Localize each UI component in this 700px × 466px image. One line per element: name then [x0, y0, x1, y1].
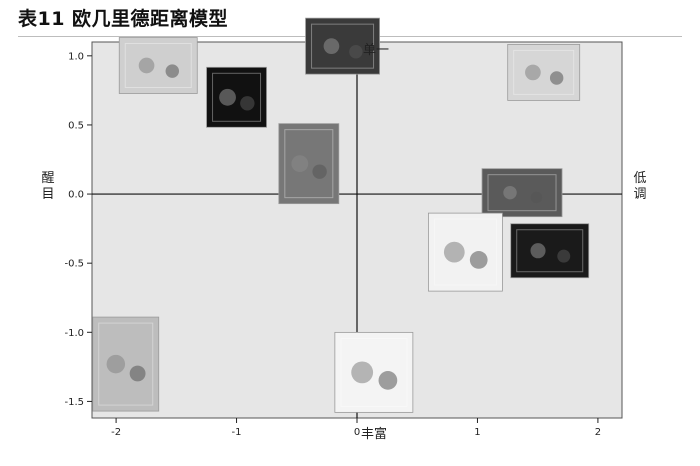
point-motif — [530, 243, 546, 259]
point-marker — [542, 70, 546, 74]
data-point — [278, 123, 340, 205]
ticks: -2 -1 0 1 2 1.0 0.5 0.0 -0.5 -1.0 -1.5 — [64, 51, 601, 438]
point-motif — [549, 71, 564, 85]
point-thumbnail-inner — [433, 218, 497, 286]
data-point — [305, 17, 380, 75]
point-thumbnail — [305, 17, 380, 75]
data-point — [481, 168, 563, 218]
point-motif — [525, 64, 541, 81]
point-thumbnail — [428, 212, 503, 292]
point-marker — [548, 249, 552, 253]
point-marker — [156, 64, 160, 68]
point-marker — [372, 370, 376, 374]
point-motif — [138, 57, 155, 74]
x-tick-label: 1 — [474, 427, 480, 438]
point-thumbnail-inner — [513, 49, 575, 95]
y-tick-label: 0.0 — [68, 190, 84, 201]
point-thumbnail-inner — [487, 174, 557, 212]
point-thumbnail-inner — [124, 43, 192, 88]
point-thumbnail — [334, 331, 414, 413]
point-motif — [165, 64, 180, 78]
point-thumbnail-inner — [212, 72, 262, 122]
points — [92, 17, 590, 413]
point-motif — [378, 371, 398, 390]
point-thumbnail — [206, 66, 267, 128]
y-tick-label: -1.0 — [64, 328, 84, 339]
point-marker — [307, 162, 311, 166]
point-motif — [530, 191, 543, 204]
y-tick-label: -1.5 — [64, 397, 84, 408]
point-motif — [291, 155, 309, 173]
point-marker — [520, 191, 524, 195]
point-motif — [443, 241, 465, 263]
quadrant-label-left: 醒目 — [41, 171, 54, 202]
point-thumbnail — [92, 316, 160, 412]
data-point — [510, 223, 590, 279]
point-motif — [312, 164, 327, 179]
point-motif — [557, 249, 571, 263]
y-tick-label: 1.0 — [68, 51, 84, 62]
point-thumbnail — [278, 123, 340, 205]
point-motif — [503, 185, 517, 200]
data-point — [334, 331, 414, 413]
x-tick-label: 0 — [354, 427, 360, 438]
data-point — [92, 316, 160, 412]
quadrant-label-top: 单一 — [363, 43, 389, 58]
x-tick-label: -2 — [111, 427, 121, 438]
point-thumbnail — [507, 44, 581, 101]
point-motif — [469, 251, 488, 269]
quadrant-label-right: 低调 — [633, 171, 646, 202]
point-motif — [323, 38, 340, 54]
data-point — [507, 44, 581, 101]
chart-title: 表11 欧几里德距离模型 — [18, 8, 229, 30]
point-marker — [463, 250, 467, 254]
point-motif — [351, 361, 374, 384]
y-tick-label: 0.5 — [68, 120, 84, 131]
point-thumbnail — [481, 168, 563, 218]
point-marker — [235, 95, 239, 99]
point-motif — [240, 96, 255, 111]
point-thumbnail — [118, 37, 198, 94]
point-motif — [106, 354, 126, 374]
point-motif — [349, 45, 363, 59]
x-tick-label: 2 — [595, 427, 601, 438]
point-marker — [124, 362, 128, 366]
point-thumbnail-inner — [311, 23, 375, 69]
point-thumbnail-inner — [284, 129, 334, 199]
x-tick-label: -1 — [232, 427, 242, 438]
data-point — [118, 37, 198, 94]
data-point — [206, 66, 267, 128]
point-thumbnail-inner — [98, 322, 154, 406]
point-motif — [129, 365, 146, 382]
quadrant-label-bottom: 丰富 — [361, 426, 387, 442]
point-thumbnail-inner — [340, 337, 408, 407]
y-tick-label: -0.5 — [64, 259, 84, 270]
point-marker — [341, 44, 345, 48]
data-point — [428, 212, 503, 292]
point-thumbnail-inner — [516, 229, 584, 273]
point-thumbnail — [510, 223, 590, 279]
point-motif — [219, 88, 236, 106]
